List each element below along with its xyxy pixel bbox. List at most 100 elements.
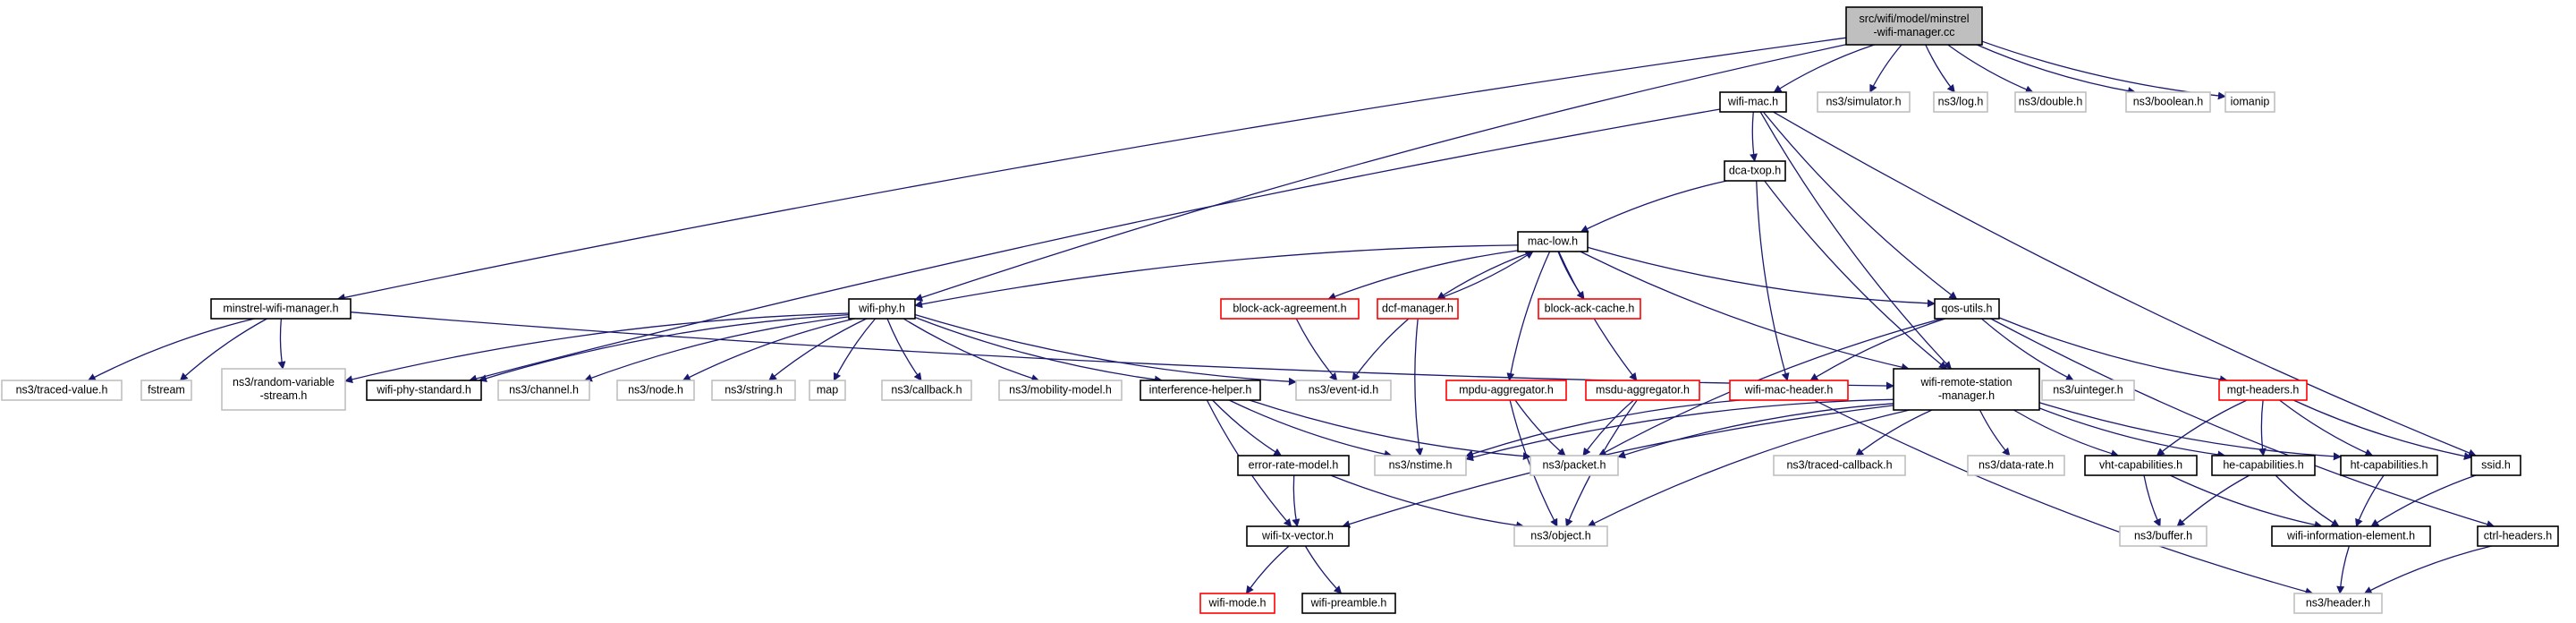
node-channel: ns3/channel.h — [497, 380, 590, 401]
node-box — [1, 380, 123, 401]
node-box — [1773, 455, 1906, 476]
node-wifi-preamble[interactable]: wifi-preamble.h — [1301, 593, 1396, 614]
node-ht-cap[interactable]: ht-capabilities.h — [2340, 455, 2438, 476]
node-wifi-phy-standard[interactable]: wifi-phy-standard.h — [366, 380, 482, 401]
node-vht-cap[interactable]: vht-capabilities.h — [2084, 455, 2198, 476]
node-box — [998, 380, 1123, 401]
edge-qos_utils-to-packet — [1597, 318, 1943, 457]
node-box — [1719, 91, 1787, 113]
edge-remote_station-to-object — [1587, 409, 1911, 527]
node-header: ns3/header.h — [2293, 593, 2383, 614]
node-remote-station[interactable]: wifi-remote-station-manager.h — [1893, 368, 2040, 411]
edge-remote_station-to-traced_callback — [1855, 409, 1933, 457]
node-wifi-mac[interactable]: wifi-mac.h — [1719, 91, 1787, 113]
node-wifi-mode[interactable]: wifi-mode.h — [1199, 593, 1275, 614]
node-box — [848, 298, 916, 320]
node-mgt-headers[interactable]: mgt-headers.h — [2218, 380, 2308, 401]
node-box — [1724, 160, 1786, 182]
node-label: ns3/boolean.h — [2133, 95, 2204, 107]
edge-root-to-minstrel — [336, 37, 1847, 302]
node-qos-utils[interactable]: qos-utils.h — [1934, 298, 2000, 320]
edge-dca_txop-to-remote_station — [1764, 180, 1947, 370]
node-data-rate: ns3/data-rate.h — [1967, 455, 2065, 476]
node-label: ns3/traced-callback.h — [1786, 458, 1892, 471]
edge-mac_low-to-block_ack_agreement — [1327, 250, 1519, 301]
edge-dcf_manager-to-event_id — [1352, 318, 1410, 381]
node-label: ssid.h — [2481, 458, 2511, 471]
node-interference[interactable]: interference-helper.h — [1140, 380, 1261, 401]
edge-wifi_info_elem-to-header — [2336, 545, 2351, 594]
edge-mac_low-to-mpdu_agg — [1506, 251, 1551, 381]
edge-remote_station-to-packet — [1617, 403, 1894, 459]
node-box — [366, 380, 482, 401]
node-box — [1374, 455, 1467, 476]
edges-layer — [87, 37, 2496, 596]
node-block-ack-agreement[interactable]: block-ack-agreement.h — [1220, 298, 1360, 320]
node-wifi-phy[interactable]: wifi-phy.h — [848, 298, 916, 320]
node-box — [1530, 455, 1619, 476]
node-he-cap[interactable]: he-capabilities.h — [2211, 455, 2316, 476]
node-box — [1445, 380, 1567, 401]
node-label: wifi-information-element.h — [2286, 529, 2415, 542]
node-box — [1246, 525, 1350, 547]
node-box — [1933, 91, 1988, 113]
node-label: wifi-mode.h — [1208, 596, 1267, 609]
node-object: ns3/object.h — [1513, 525, 1608, 547]
node-box — [2014, 91, 2087, 113]
edge-dcf_manager-to-nstime — [1414, 318, 1424, 457]
node-ssid[interactable]: ssid.h — [2470, 455, 2521, 476]
node-packet: ns3/packet.h — [1530, 455, 1619, 476]
node-dcf-manager[interactable]: dcf-manager.h — [1377, 298, 1459, 320]
node-dca-txop[interactable]: dca-txop.h — [1724, 160, 1786, 182]
node-wifi-mac-header[interactable]: wifi-mac-header.h — [1729, 380, 1849, 401]
edge-remote_station-to-nstime — [1465, 398, 1894, 462]
node-label: ns3/random-variable — [233, 376, 335, 388]
node-ctrl-headers[interactable]: ctrl-headers.h — [2477, 525, 2559, 547]
node-label: ns3/traced-value.h — [16, 383, 108, 396]
node-label: src/wifi/model/minstrel — [1860, 13, 1970, 25]
node-root[interactable]: src/wifi/model/minstrel-wifi-manager.cc — [1845, 6, 1983, 46]
node-box — [1377, 298, 1459, 320]
node-mpdu-agg[interactable]: mpdu-aggregator.h — [1445, 380, 1567, 401]
node-wifi-tx-vector[interactable]: wifi-tx-vector.h — [1246, 525, 1350, 547]
edge-wifi_phy-to-event_id — [914, 313, 1297, 386]
node-label: error-rate-model.h — [1249, 458, 1339, 471]
node-label: ns3/double.h — [2019, 95, 2083, 107]
node-box — [1729, 380, 1849, 401]
node-label: qos-utils.h — [1942, 302, 1993, 314]
node-error-rate[interactable]: error-rate-model.h — [1237, 455, 1350, 476]
node-box — [1301, 593, 1396, 614]
node-simulator: ns3/simulator.h — [1817, 91, 1911, 113]
node-box — [2271, 525, 2431, 547]
edge-wifi_mac_header-to-nstime — [1465, 399, 1741, 458]
edge-wifi_phy-to-channel — [583, 316, 850, 382]
edge-remote_station-to-he_cap — [2038, 407, 2226, 459]
node-minstrel[interactable]: minstrel-wifi-manager.h — [210, 298, 352, 320]
node-block-ack-cache[interactable]: block-ack-cache.h — [1538, 298, 1641, 320]
node-label: ns3/object.h — [1530, 529, 1590, 542]
edge-root-to-simulator — [1869, 44, 1902, 93]
node-label: mpdu-aggregator.h — [1459, 383, 1554, 396]
node-msdu-agg[interactable]: msdu-aggregator.h — [1585, 380, 1700, 401]
edge-minstrel-to-fstream — [179, 318, 267, 381]
node-box — [616, 380, 695, 401]
node-map: map — [809, 380, 846, 401]
node-label: msdu-aggregator.h — [1596, 383, 1690, 396]
node-random-var: ns3/random-variable-stream.h — [221, 368, 346, 411]
node-mac-low[interactable]: mac-low.h — [1517, 231, 1589, 252]
node-box — [1199, 593, 1275, 614]
edge-mac_low-to-block_ack_cache — [1557, 251, 1585, 300]
node-label: -wifi-manager.cc — [1874, 26, 1955, 38]
node-box — [2477, 525, 2559, 547]
node-box — [2340, 455, 2438, 476]
edge-minstrel-to-random_var — [277, 318, 286, 370]
edge-msdu_agg-to-packet — [1582, 399, 1634, 457]
node-box — [1513, 525, 1608, 547]
edge-wifi_phy-to-mobility — [902, 318, 1040, 382]
node-label: ns3/header.h — [2306, 596, 2370, 609]
nodes-layer: src/wifi/model/minstrel-wifi-manager.cc w… — [1, 6, 2559, 614]
node-wifi-info-elem[interactable]: wifi-information-element.h — [2271, 525, 2431, 547]
node-label: ns3/simulator.h — [1826, 95, 1901, 107]
edge-wifi_phy-to-random_var — [344, 312, 850, 384]
node-box — [497, 380, 590, 401]
